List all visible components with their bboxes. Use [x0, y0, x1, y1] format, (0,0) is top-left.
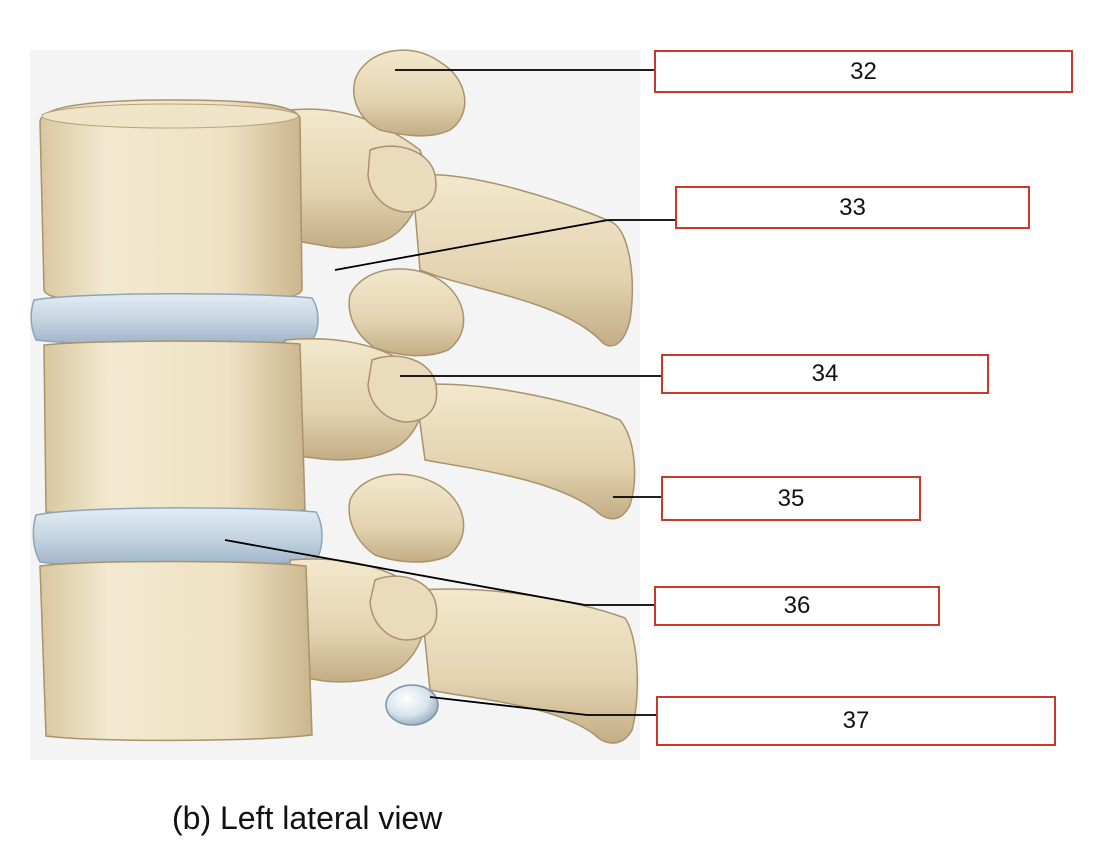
label-box-34[interactable]: 34: [661, 354, 989, 394]
superior-articular-process-lower: [348, 473, 465, 563]
vertebra-middle: [43, 268, 636, 520]
vertebral-body-middle: [43, 340, 306, 516]
spinous-process-upper: [411, 173, 633, 347]
leader-line-36: [224, 539, 655, 606]
leader-line-33: [334, 219, 609, 271]
vertebral-body-lower: [39, 560, 313, 742]
label-box-36[interactable]: 36: [654, 586, 940, 626]
label-box-35[interactable]: 35: [661, 476, 921, 521]
costal-facet: [385, 684, 439, 726]
label-box-33[interactable]: 33: [675, 186, 1030, 229]
figure-caption: (b) Left lateral view: [172, 800, 443, 836]
superior-articular-process-upper: [353, 49, 466, 137]
spinous-process-middle: [414, 383, 636, 520]
inferior-articular-process-middle: [367, 355, 438, 423]
inferior-articular-process-lower: [369, 575, 438, 641]
intervertebral-disc-lower: [32, 507, 323, 568]
superior-articular-process-middle: [348, 268, 465, 357]
label-box-32[interactable]: 32: [654, 50, 1073, 93]
vertebra-upper: [39, 49, 633, 347]
vertebral-body-upper: [39, 99, 303, 305]
intervertebral-disc-upper: [30, 292, 319, 346]
inferior-articular-process-upper: [367, 145, 437, 213]
leader-line-37: [429, 696, 657, 716]
label-box-37[interactable]: 37: [656, 696, 1056, 746]
